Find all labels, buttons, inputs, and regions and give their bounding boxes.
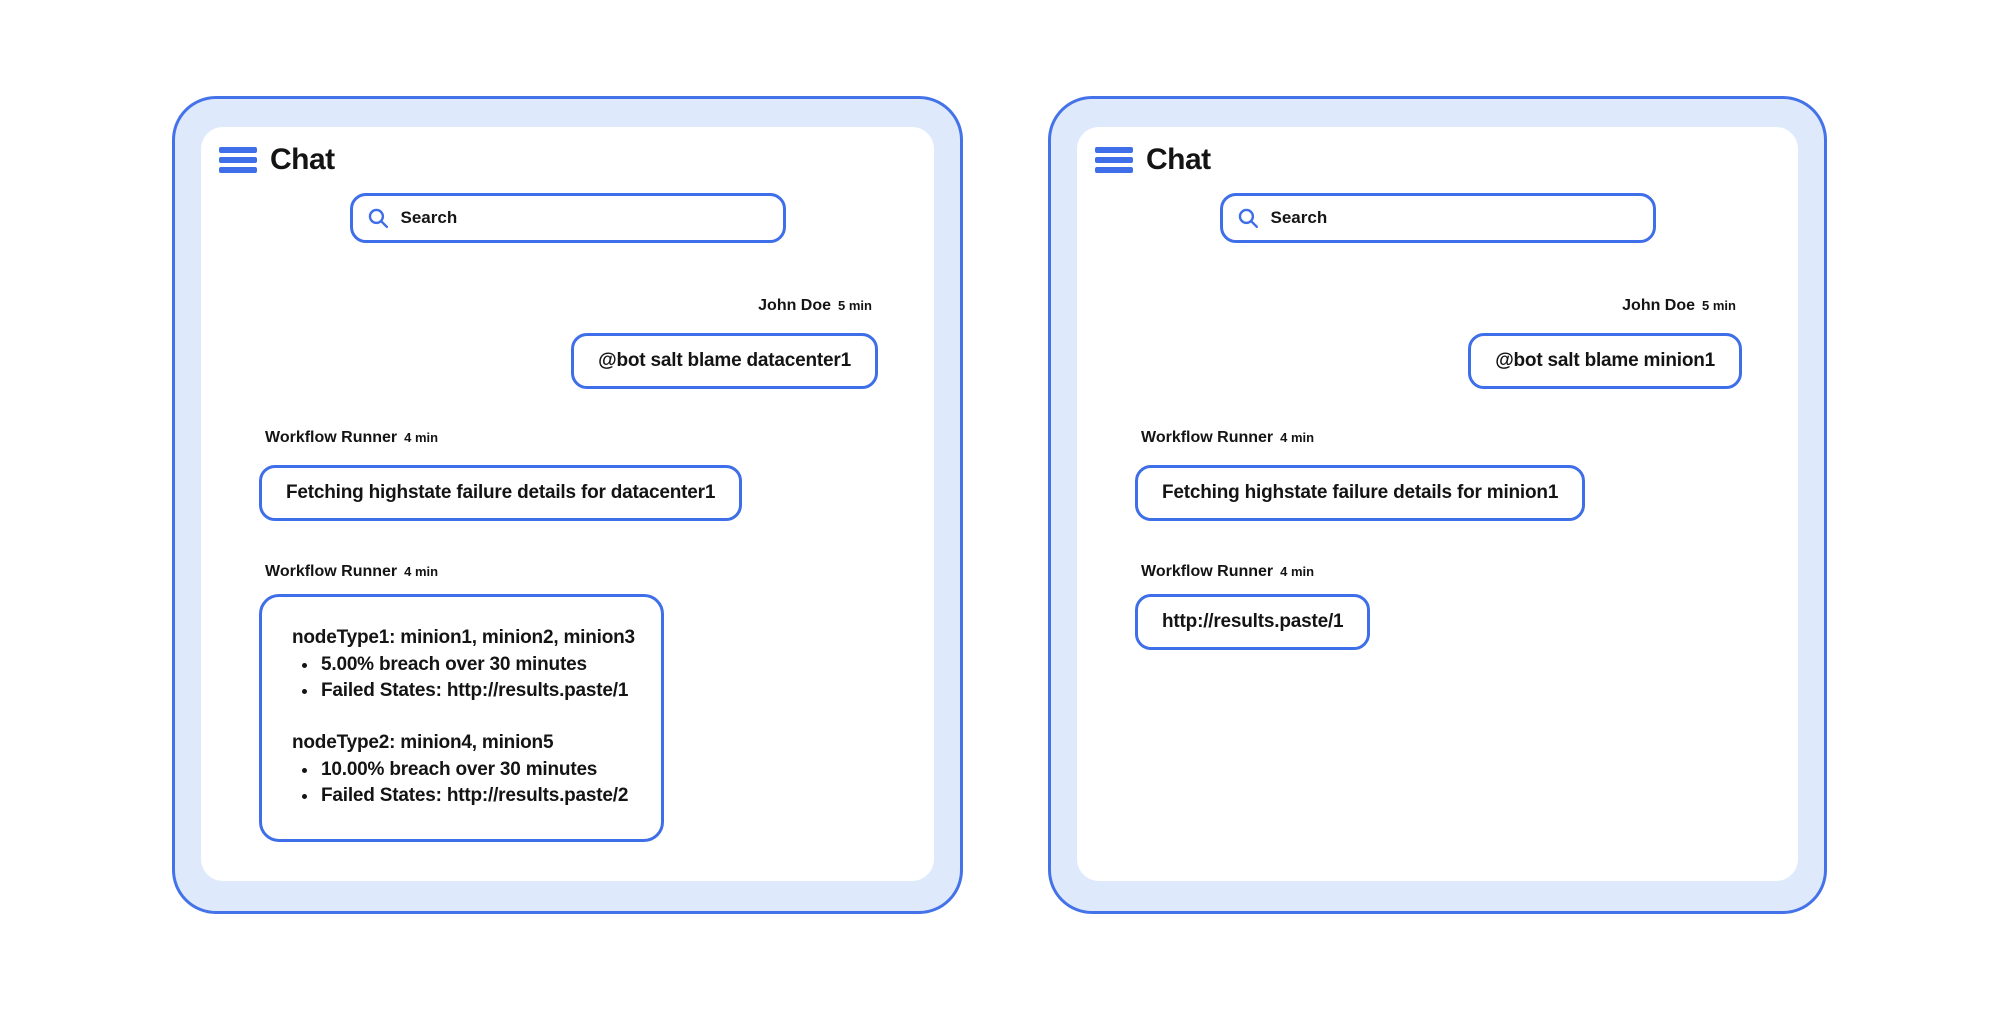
message-time: 5 min	[1702, 298, 1736, 313]
report-bullet: 5.00% breach over 30 minutes	[319, 652, 635, 678]
message-bubble: Fetching highstate failure details for d…	[259, 465, 743, 521]
message-time: 4 min	[404, 564, 439, 579]
message-sender: John Doe 5 min	[1622, 297, 1736, 315]
sender-name: John Doe	[1622, 297, 1696, 314]
message-sender: John Doe 5 min	[758, 297, 872, 315]
message-time: 4 min	[404, 430, 439, 445]
message-sender: Workflow Runner 4 min	[265, 563, 438, 581]
sender-name: Workflow Runner	[1141, 429, 1274, 446]
chat-card: Chat John Doe 5 min @bot salt blame minio…	[1077, 127, 1798, 881]
message-time: 4 min	[1280, 430, 1315, 445]
sender-name: Workflow Runner	[265, 563, 398, 580]
message-bubble: http://results.paste/1	[1135, 594, 1371, 650]
chat-header: Chat	[219, 143, 335, 177]
chat-window-datacenter: Chat John Doe 5 min @bot salt blame datac…	[172, 96, 963, 914]
node-type-group: nodeType1: minion1, minion2, minion3 5.0…	[292, 625, 635, 704]
node-type-group: nodeType2: minion4, minion5 10.00% breac…	[292, 730, 635, 809]
chat-card: Chat John Doe 5 min @bot salt blame datac…	[201, 127, 934, 881]
page-title: Chat	[1146, 143, 1211, 176]
message-sender: Workflow Runner 4 min	[1141, 429, 1314, 447]
hamburger-menu-icon[interactable]	[1095, 145, 1133, 175]
search-box[interactable]	[349, 193, 786, 243]
node-type-heading: nodeType1: minion1, minion2, minion3	[292, 627, 635, 648]
message-sender: Workflow Runner 4 min	[1141, 563, 1314, 581]
node-type-heading: nodeType2: minion4, minion5	[292, 732, 554, 753]
sender-name: John Doe	[758, 297, 832, 314]
hamburger-menu-icon[interactable]	[219, 145, 257, 175]
chat-header: Chat	[1095, 143, 1211, 177]
message-bubble: @bot salt blame datacenter1	[571, 333, 878, 389]
chat-window-minion: Chat John Doe 5 min @bot salt blame minio…	[1048, 96, 1827, 914]
search-input[interactable]	[400, 208, 770, 228]
magnifier-icon	[368, 208, 388, 228]
message-bubble: @bot salt blame minion1	[1468, 333, 1742, 389]
search-box[interactable]	[1219, 193, 1656, 243]
sender-name: Workflow Runner	[1141, 563, 1274, 580]
report-bullet: Failed States: http://results.paste/2	[319, 783, 635, 809]
report-bullet: Failed States: http://results.paste/1	[319, 678, 635, 704]
message-bubble: Fetching highstate failure details for m…	[1135, 465, 1586, 521]
report-bubble: nodeType1: minion1, minion2, minion3 5.0…	[259, 594, 664, 842]
message-sender: Workflow Runner 4 min	[265, 429, 438, 447]
magnifier-icon	[1238, 208, 1258, 228]
page-title: Chat	[270, 143, 335, 176]
sender-name: Workflow Runner	[265, 429, 398, 446]
search-input[interactable]	[1270, 208, 1640, 228]
message-time: 4 min	[1280, 564, 1315, 579]
report-bullet: 10.00% breach over 30 minutes	[319, 757, 635, 783]
message-time: 5 min	[838, 298, 872, 313]
